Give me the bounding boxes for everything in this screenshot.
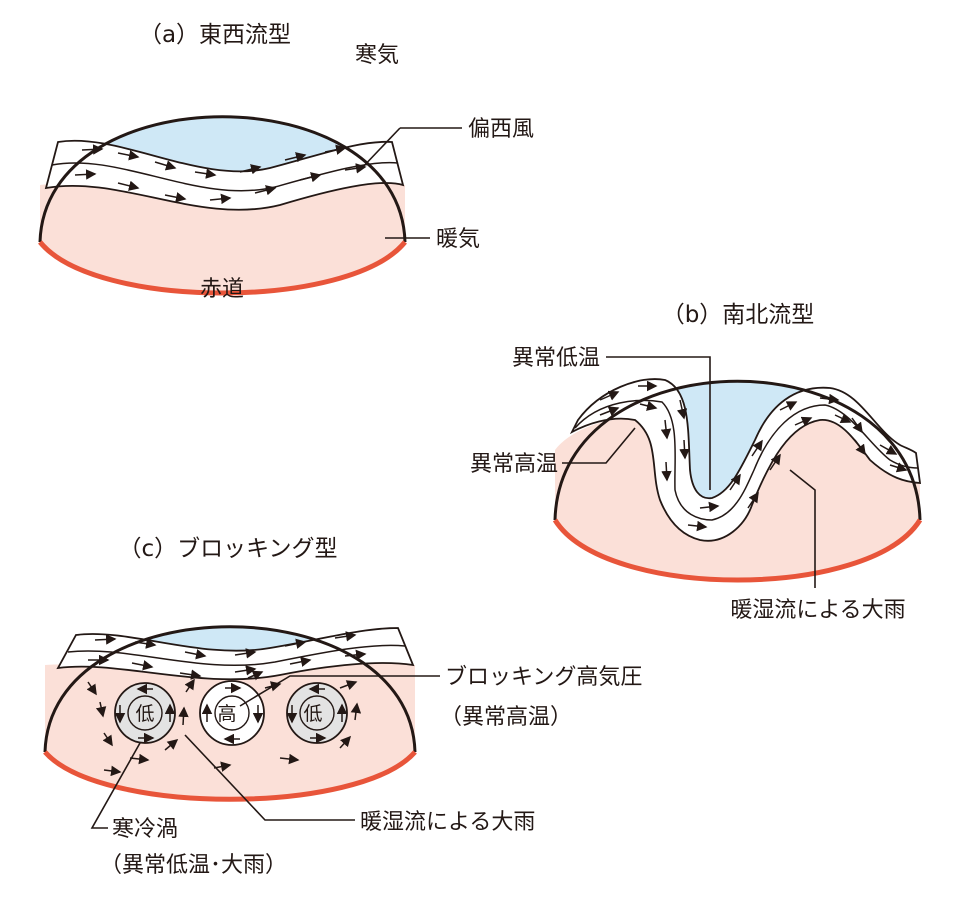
panel-b-high-temp-label: 異常高温 xyxy=(470,452,558,477)
panel-c-blocking-high-label: ブロッキング高気圧 xyxy=(445,665,642,690)
panel-a-zonal-flow: （a）東西流型 寒気 偏西風 暖気 赤道 xyxy=(38,22,534,302)
panel-c-blocking-high-note: （異常高温） xyxy=(440,705,572,730)
panel-b-flow-arrows xyxy=(599,380,908,532)
panel-c-blocking-flow: 低 高 低 xyxy=(43,536,642,878)
panel-c-low-2-symbol: 低 xyxy=(303,703,322,725)
panel-b-low-temp-leader xyxy=(606,356,711,490)
panel-c-warm-flow-arrows xyxy=(86,670,362,777)
panel-c-band-arrows xyxy=(88,631,367,680)
panel-b-westerlies-band xyxy=(569,378,922,542)
panel-c-cold-low-note: （異常低温･大雨） xyxy=(100,853,287,878)
panel-c-hemisphere-outline xyxy=(43,625,417,753)
panel-a-cold-label: 寒気 xyxy=(355,43,399,68)
panel-c-westerlies-center xyxy=(67,644,406,667)
panel-b-westerlies-center xyxy=(574,399,919,521)
panel-c-low-1-symbol: 低 xyxy=(135,703,154,725)
panel-b-meridional-flow: （b）南北流型 異常低温 異常高温 暖湿流による大雨 xyxy=(470,302,923,623)
panel-b-rain-label: 暖湿流による大雨 xyxy=(730,598,905,623)
panel-a-equator-label: 赤道 xyxy=(200,277,244,302)
panel-c-cold-low-2: 低 xyxy=(286,682,348,744)
panel-b-low-temp-label: 異常低温 xyxy=(512,346,600,371)
panel-b-hemisphere-outline xyxy=(553,379,922,521)
panel-a-title: （a）東西流型 xyxy=(139,22,291,48)
panel-b-rain-leader xyxy=(789,469,816,588)
panel-b-title: （b）南北流型 xyxy=(662,302,815,328)
panel-a-warm-air xyxy=(40,182,405,293)
panel-c-cold-low-leader xyxy=(90,742,141,829)
panel-a-equator xyxy=(38,240,407,296)
panel-a-westerlies-label: 偏西風 xyxy=(468,117,534,142)
panel-c-cold-low-1: 低 xyxy=(114,682,176,744)
panel-b-high-temp-leader xyxy=(562,427,636,464)
panel-c-high-symbol: 高 xyxy=(217,703,236,725)
panel-c-cold-low-label: 寒冷渦 xyxy=(112,817,178,842)
panel-b-equator xyxy=(552,518,923,583)
panel-c-rain-leader xyxy=(184,734,355,821)
panel-c-blocking-high: 高 xyxy=(199,680,265,746)
panel-c-blocking-high-leader xyxy=(239,675,440,707)
panel-c-title: （c）ブロッキング型 xyxy=(119,536,338,562)
panel-c-equator xyxy=(43,750,417,802)
panel-b-warm-air xyxy=(555,419,920,580)
panel-a-hemisphere-outline xyxy=(38,115,407,243)
panel-a-warm-label: 暖気 xyxy=(436,227,480,252)
panel-c-rain-label: 暖湿流による大雨 xyxy=(360,810,535,835)
